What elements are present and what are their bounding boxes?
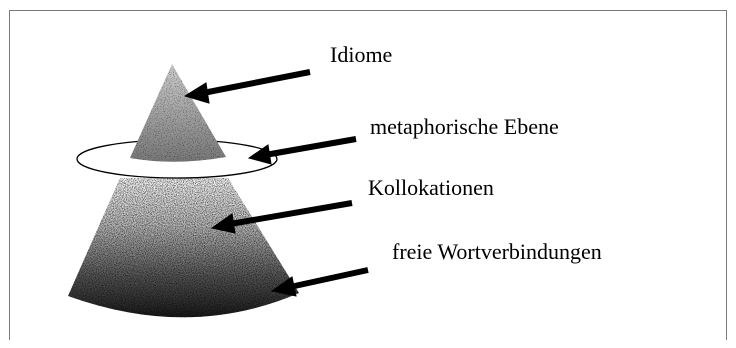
lower-cone [68, 178, 299, 318]
upper-cone [130, 64, 226, 162]
arrows [183, 69, 369, 297]
figure-frame [9, 10, 727, 340]
label-kollokationen: Kollokationen [368, 175, 494, 200]
arrow-metaphorische-ebene [264, 136, 357, 158]
label-metaphorische-ebene: metaphorische Ebene [370, 114, 559, 139]
arrow-freie-wortverbindungen [289, 267, 369, 290]
arrow-kollokationen [229, 200, 353, 227]
arrow-idiome [202, 69, 311, 96]
label-freie-wortverbindungen: freie Wortverbindungen [392, 239, 602, 264]
label-idiome: Idiome [330, 42, 393, 67]
